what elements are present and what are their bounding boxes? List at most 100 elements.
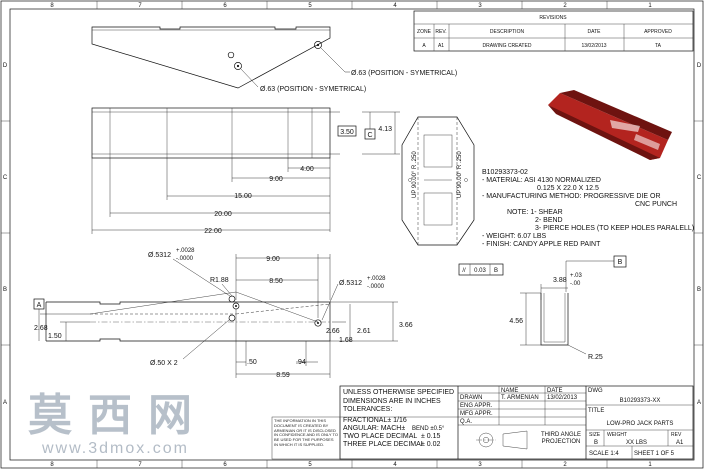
note-line: NOTE: 1- SHEAR — [507, 209, 563, 216]
tb-date-header: DATE — [547, 388, 563, 394]
tb-rev-label: REV — [671, 432, 682, 438]
rev-header-zone: ZONE — [417, 29, 432, 35]
zone-label: 3 — [478, 462, 482, 468]
tb-drawn-name: T. ARMENIAN — [501, 395, 539, 401]
tb-drawn: DRAWN — [460, 395, 482, 401]
tb-eng-appr: ENG APPR. — [460, 403, 493, 409]
bend-note-right: UP 90.00° R .250 — [457, 151, 463, 198]
rev-header-rev: REV. — [435, 29, 446, 35]
front-view: 3.50 C 4.13 4.00 9.00 15.00 20.00 22.00 — [91, 107, 400, 235]
dim-4-13: 4.13 — [378, 126, 392, 133]
rev-cell-description: DRAWING CREATED — [483, 43, 532, 49]
zone-label: D — [697, 63, 702, 69]
isometric-part-view — [548, 90, 672, 160]
note-line: B10293373-02 — [482, 169, 528, 176]
zone-labels-left: D C B A — [3, 63, 8, 406]
dim-94: .94 — [296, 359, 306, 366]
dim-9-00-bottom: 9.00 — [266, 256, 280, 263]
plan-hole — [314, 319, 322, 327]
dim-9-00-top: 9.00 — [269, 176, 283, 183]
tb-projection-2: PROJECTION — [542, 439, 581, 445]
hole-5312-b: Ø.5312 — [339, 280, 362, 287]
tb-tolerances: TOLERANCES: — [343, 406, 392, 413]
plan-hole — [228, 314, 236, 322]
zone-label: C — [697, 175, 702, 181]
datum-b-label: B — [618, 259, 623, 266]
note-line: 3- PIERCE HOLES (TO KEEP HOLES PARALELL) — [535, 225, 694, 232]
zone-label: 8 — [50, 462, 54, 468]
material-notes: B10293373-02 - MATERIAL: ASI 4130 NORMAL… — [482, 169, 694, 248]
note-line: - WEIGHT: 6.07 LBS — [482, 233, 547, 240]
zone-label: 1 — [648, 3, 652, 9]
tb-weight-label: WEIGHT — [607, 432, 627, 438]
tb-name-header: NAME — [501, 388, 518, 394]
fcf-tolerance: 0.03 — [474, 268, 486, 274]
dim-8-59: 8.59 — [276, 372, 290, 379]
revisions-table: REVISIONS ZONE REV. DESCRIPTION DATE APP… — [413, 10, 694, 52]
dim-1-68: 1.68 — [339, 337, 353, 344]
zone-label: D — [3, 63, 8, 69]
plan-view: 9.00 8.50 R1.88 Ø.5312 +.0028 -.0000 Ø.5… — [33, 248, 413, 379]
radius-r-25: R.25 — [588, 354, 603, 361]
plan-hole — [228, 295, 236, 303]
bend-note-left: UP 90.00° R .250 — [412, 151, 418, 198]
proprietary-notice — [271, 416, 341, 460]
tb-fractional: FRACTIONAL± 1/16 — [343, 417, 407, 424]
revisions-title: REVISIONS — [539, 15, 567, 21]
flat-pattern-view: UP 90.00° R .250 UP 90.00° R .250 — [401, 116, 475, 246]
dim-r-1-88: R1.88 — [210, 277, 229, 284]
rev-cell-approved: TA — [655, 43, 662, 49]
tb-projection-1: THIRD ANGLE — [541, 432, 581, 438]
section-view: // 0.03 B B 3.88 +.03 -.00 4.56 R.25 — [458, 255, 627, 361]
dim-4-00: 4.00 — [300, 166, 314, 173]
fcf-parallel-symbol: // — [462, 268, 466, 274]
tb-mfg-appr: MFG APPR. — [460, 411, 493, 417]
tb-dwg-label: DWG — [588, 388, 603, 394]
tb-two-place-val: ± 0.15 — [421, 433, 441, 440]
dim-4-56: 4.56 — [509, 318, 523, 325]
tb-rev: A1 — [676, 440, 684, 446]
tb-qa: Q.A. — [460, 419, 472, 425]
zone-label: B — [697, 287, 701, 293]
tb-title: LOW-PRO JACK PARTS — [607, 421, 674, 427]
zone-label: 8 — [50, 3, 54, 9]
dim-2-68: 2.68 — [34, 325, 48, 332]
rev-cell-date: 13/02/2013 — [581, 43, 606, 49]
rev-cell-rev: A1 — [438, 43, 444, 49]
proprietary-text: THE INFORMATION IN THIS DOCUMENT IS CREA… — [274, 419, 338, 447]
datum-b-box — [613, 255, 627, 268]
dim-box — [337, 125, 357, 137]
tb-three-place: THREE PLACE DECIMAL — [343, 441, 425, 448]
dim-8-50: 8.50 — [269, 278, 283, 285]
note-line: CNC PUNCH — [635, 201, 677, 208]
datum-c-label: C — [367, 132, 372, 139]
rev-header-date: DATE — [588, 29, 602, 35]
dim-3-66: 3.66 — [399, 322, 413, 329]
zone-label: 6 — [223, 462, 227, 468]
zone-labels-bottom: 8 7 6 5 4 3 2 1 — [50, 462, 652, 468]
tb-size: B — [594, 440, 598, 446]
hole-marked — [314, 41, 322, 49]
zone-label: 1 — [648, 462, 652, 468]
zone-label: 2 — [563, 3, 567, 9]
tb-two-place: TWO PLACE DECIMAL — [343, 433, 417, 440]
hole-5312-a: Ø.5312 — [148, 252, 171, 259]
dim-1-50: 1.50 — [48, 333, 62, 340]
zone-label: 3 — [478, 3, 482, 9]
tb-size-label: SIZE — [589, 432, 601, 438]
tb-dims-inches: DIMENSIONS ARE IN INCHES — [343, 398, 441, 405]
note-line: - MATERIAL: ASI 4130 NORMALIZED — [482, 177, 601, 184]
note-line: 0.125 X 22.0 X 12.5 — [537, 185, 599, 192]
title-block: UNLESS OTHERWISE SPECIFIED DIMENSIONS AR… — [339, 385, 694, 460]
zone-label: A — [3, 400, 7, 406]
tb-three-place-val: ± 0.02 — [421, 441, 441, 448]
zone-label: B — [3, 287, 7, 293]
tb-unless: UNLESS OTHERWISE SPECIFIED — [343, 389, 454, 396]
zone-label: C — [3, 175, 8, 181]
zone-label: 2 — [563, 462, 567, 468]
zone-label: A — [697, 400, 701, 406]
dim-2-61: 2.61 — [357, 328, 371, 335]
